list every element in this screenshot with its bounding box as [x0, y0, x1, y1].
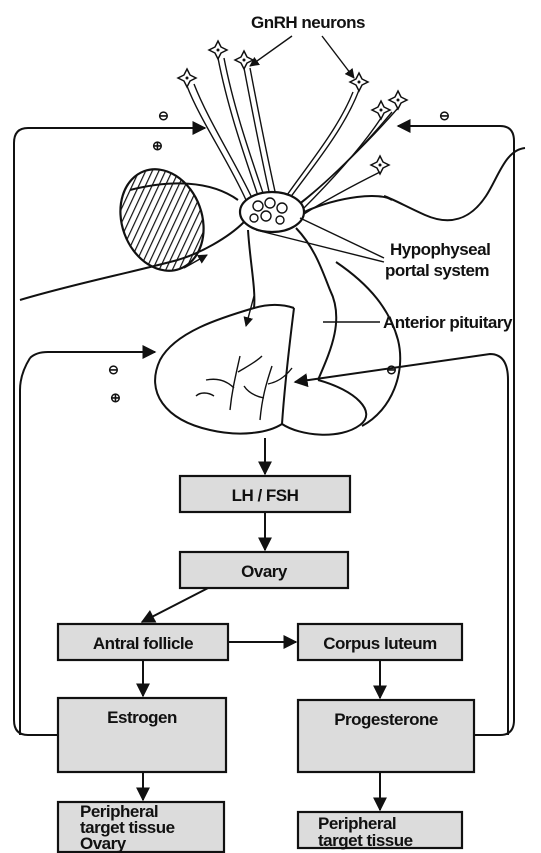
- target-right-line2: target tissue: [318, 831, 413, 850]
- box-antral-follicle: Antral follicle: [58, 624, 228, 660]
- anterior-pituitary-label: Anterior pituitary: [383, 313, 513, 332]
- feedback-minus-right-pituitary: ⊖: [386, 362, 397, 377]
- feedback-minus-right-top: ⊖: [439, 108, 450, 123]
- antral-follicle-text: Antral follicle: [93, 634, 193, 653]
- structure-pointers: [256, 218, 384, 322]
- box-target-left: Peripheral target tissue Ovary: [58, 802, 224, 853]
- box-estrogen: Estrogen: [58, 698, 226, 772]
- progesterone-text: Progesterone: [334, 710, 438, 729]
- blood-flow-arrows: [184, 255, 254, 326]
- box-progesterone: Progesterone: [298, 700, 474, 772]
- gnrh-neurons-label: GnRH neurons: [251, 13, 365, 32]
- ovary-text: Ovary: [241, 562, 288, 581]
- estrogen-text: Estrogen: [107, 708, 177, 727]
- target-left-line3: Ovary: [80, 834, 127, 853]
- feedback-plus-left-pituitary: ⊕: [110, 390, 121, 405]
- box-corpus-luteum: Corpus luteum: [298, 624, 462, 660]
- hypophyseal-label-line1: Hypophyseal: [390, 240, 490, 259]
- hypophyseal-label-line2: portal system: [385, 261, 489, 280]
- lh-fsh-text: LH / FSH: [232, 486, 299, 505]
- feedback-minus-left-top: ⊖: [158, 108, 169, 123]
- gnrh-neurons: [178, 41, 407, 174]
- feedback-minus-left-pituitary: ⊖: [108, 362, 119, 377]
- box-target-right: Peripheral target tissue: [298, 812, 462, 850]
- pituitary-vessels: [196, 356, 292, 420]
- corpus-luteum-text: Corpus luteum: [323, 634, 437, 653]
- gnrh-label-pointers: [250, 36, 354, 78]
- box-ovary: Ovary: [180, 552, 348, 588]
- portal-capillary-plexus: [240, 192, 304, 232]
- box-lh-fsh: LH / FSH: [180, 476, 350, 512]
- feedback-plus-left-top: ⊕: [152, 138, 163, 153]
